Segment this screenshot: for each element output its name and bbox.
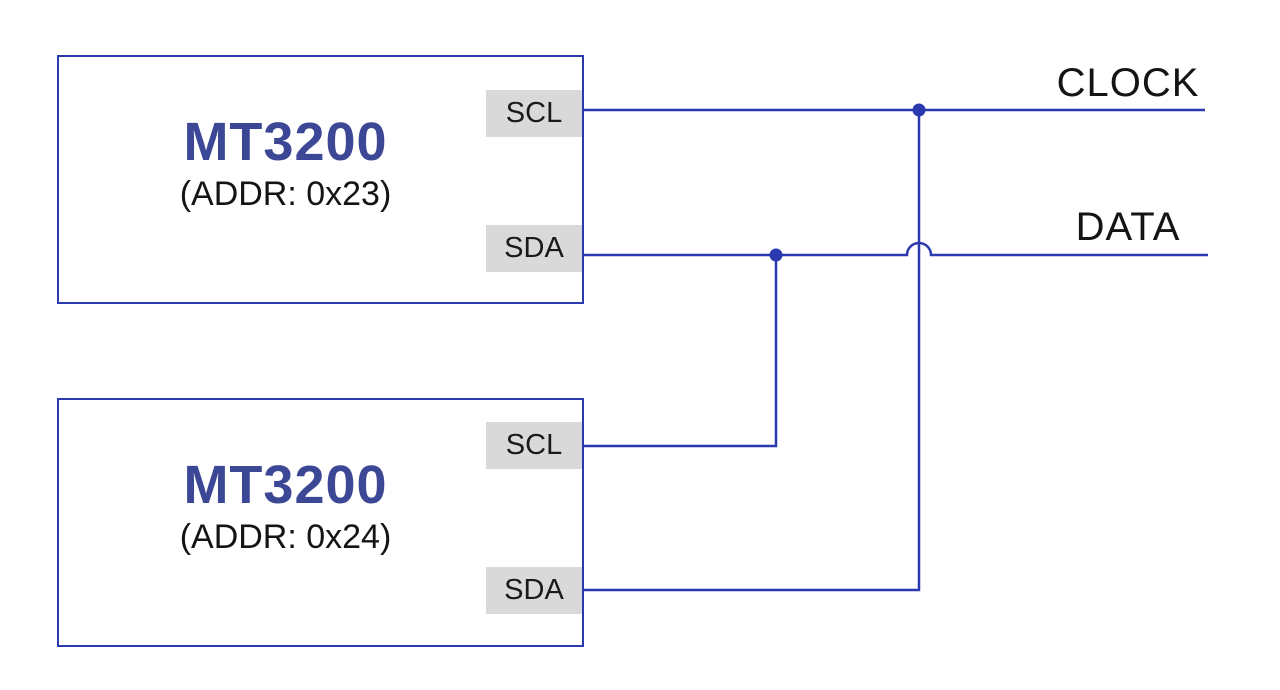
device-2-sda-riser-wire [583,110,921,592]
device-box-1: MT3200 (ADDR: 0x23) SCL SDA [57,55,584,304]
device-1-name: MT3200 [183,112,388,172]
junction-dot-data-line [769,248,783,262]
data-bus-label: DATA [1075,205,1181,249]
junction-dot-clock-line [912,103,926,117]
device-1-address: (ADDR: 0x23) [179,175,392,213]
device-2-name: MT3200 [183,455,388,515]
device-2-pin-label-scl: SCL [486,422,582,469]
device-1-pin-label-sda: SDA [486,225,582,272]
device-2-pin-label-sda: SDA [486,567,582,614]
device-box-2: MT3200 (ADDR: 0x24) SCL SDA [57,398,584,647]
device-2-scl-riser-wire [583,255,778,448]
clock-bus-label: CLOCK [1056,61,1200,105]
device-2-address: (ADDR: 0x24) [179,518,392,556]
device-1-pin-label-scl: SCL [486,90,582,137]
device-1-label: MT3200 (ADDR: 0x23) [59,115,512,211]
device-2-label: MT3200 (ADDR: 0x24) [59,458,512,554]
